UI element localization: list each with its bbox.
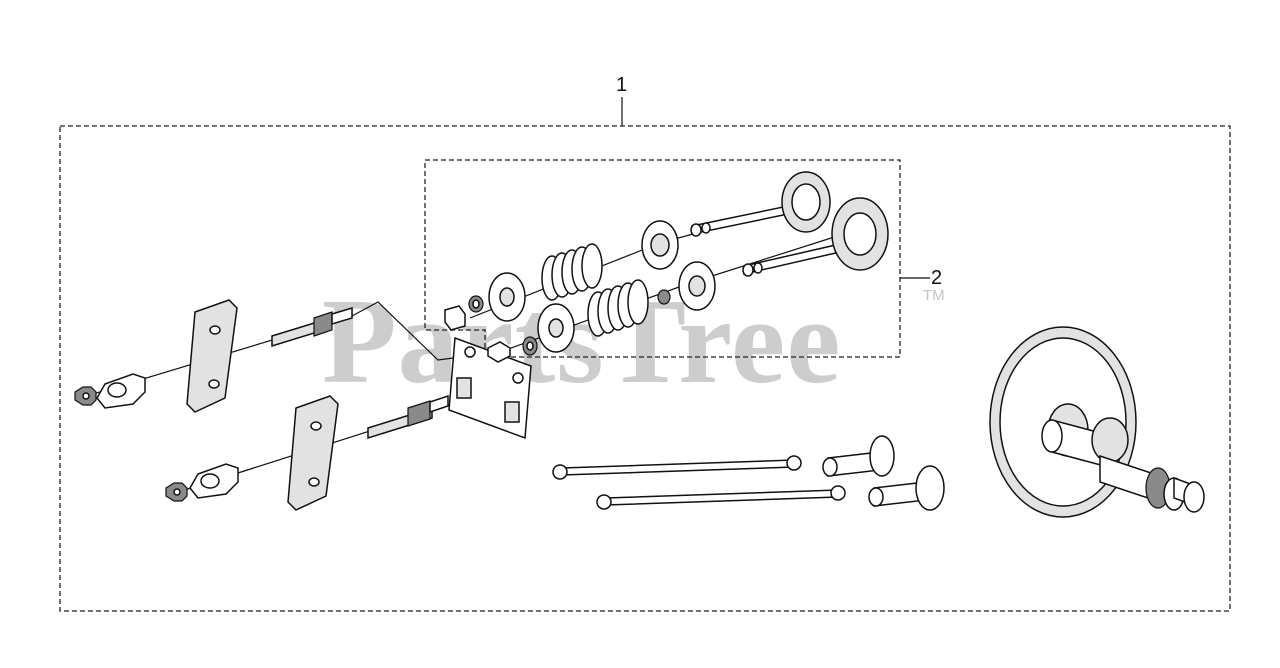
kit-boundary-2 xyxy=(424,159,901,358)
lower-rocker-assembly xyxy=(165,394,449,511)
valve-stem-seal-lower xyxy=(657,289,671,305)
watermark: PartsTree TM xyxy=(322,274,945,409)
upper-rocker-assembly xyxy=(74,299,353,413)
push-rod-upper xyxy=(552,455,802,480)
callout-2: 2 xyxy=(931,267,942,289)
lower-rocker-arm xyxy=(287,395,339,511)
intake-valve xyxy=(690,171,831,237)
valve-kit xyxy=(444,171,889,363)
camshaft-assembly xyxy=(989,326,1205,518)
exhaust-valve xyxy=(742,197,889,277)
watermark-trademark: TM xyxy=(923,287,945,304)
upper-rocker-arm xyxy=(186,299,238,413)
lower-rocker-stud-hex xyxy=(407,400,431,427)
kit-boundary-1 xyxy=(59,125,1231,612)
upper-rocker-stud-hex xyxy=(313,311,333,337)
watermark-text: PartsTree xyxy=(322,274,841,409)
valve-spring-upper xyxy=(541,243,603,301)
valve-spring-lower xyxy=(587,279,649,337)
callout-1: 1 xyxy=(616,74,627,96)
valve-cap-upper xyxy=(444,305,466,331)
tappet-lower xyxy=(868,465,945,511)
camshaft-end xyxy=(1183,481,1205,513)
push-rod-guide-plate xyxy=(448,336,532,440)
push-rod-lower xyxy=(596,485,846,510)
tappet-upper xyxy=(822,435,895,477)
valve-cap-lower xyxy=(487,341,511,363)
